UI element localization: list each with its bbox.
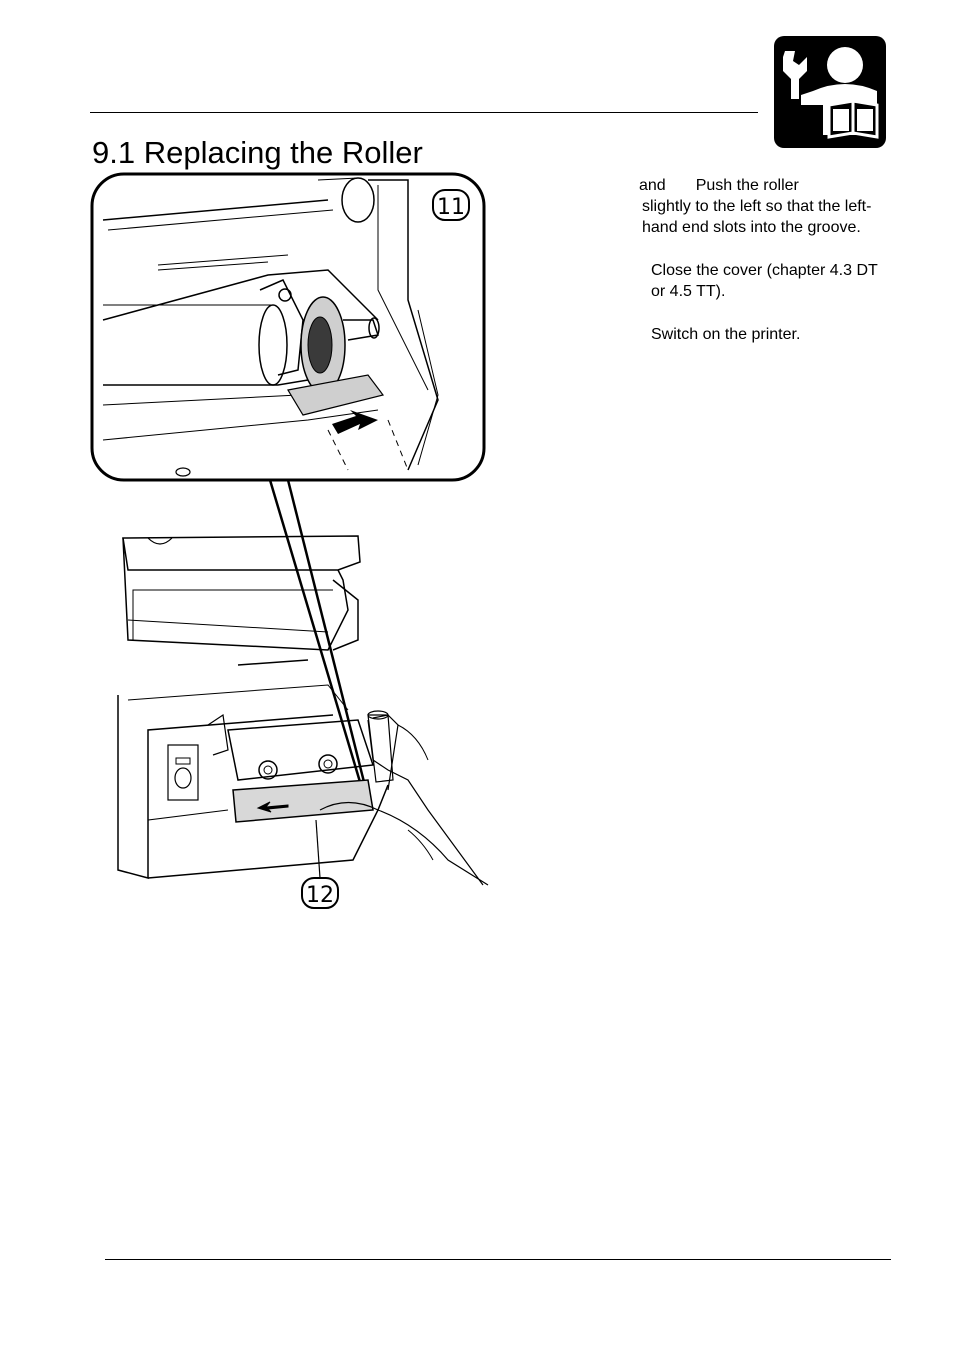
step-switch-on: Switch on the printer. (651, 326, 801, 343)
page-title: 9.1 Replacing the Roller (92, 134, 423, 170)
callout-11-label: 11 (437, 195, 465, 220)
step-text-rest: slightly to the left so that the left-ha… (642, 198, 872, 236)
instruction-steps: and Push the roller slightly to the left … (639, 175, 879, 367)
service-manual-icon (774, 36, 886, 148)
header-rule (90, 112, 758, 113)
callout-11-badge: 11 (432, 189, 470, 221)
step-close-cover: Close the cover (chapter 4.3 DT or 4.5 T… (651, 262, 878, 300)
roller-replacement-illustration: 11 (90, 172, 489, 909)
printer-overview (117, 535, 489, 886)
step-prefix: and (639, 177, 666, 194)
detail-view (90, 172, 486, 482)
step-text-line1: Push the roller (695, 177, 799, 194)
callout-12-badge: 12 (301, 877, 339, 909)
step-push-roller: and Push the roller slightly to the left … (639, 175, 879, 238)
footer-rule (105, 1259, 891, 1260)
callout-12-label: 12 (306, 883, 334, 908)
